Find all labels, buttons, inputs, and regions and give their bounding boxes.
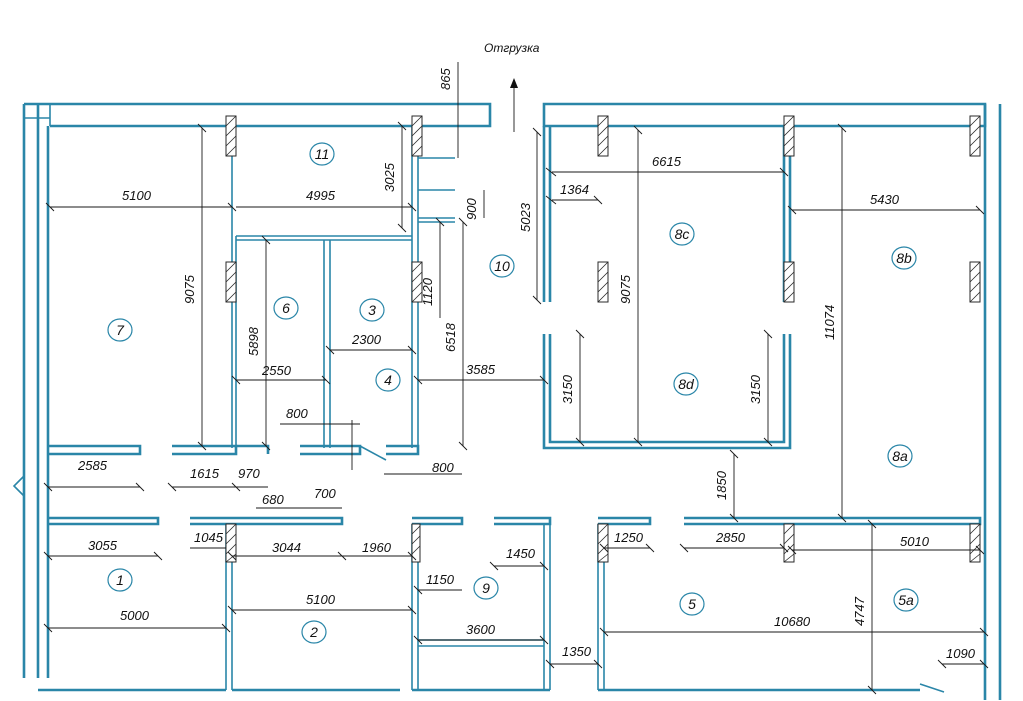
dimension-label: 5430 <box>870 192 900 207</box>
room-marker-1: 1 <box>107 568 133 592</box>
dimension-label: 2850 <box>715 530 746 545</box>
svg-text:8c: 8c <box>675 226 690 242</box>
direction-indicator: Отгрузка <box>484 41 540 132</box>
dimension-label: 2550 <box>261 363 292 378</box>
dimension-label: 970 <box>238 466 260 481</box>
room-marker-3: 3 <box>359 298 385 322</box>
dimension-label: 10680 <box>774 614 811 629</box>
svg-text:8b: 8b <box>896 250 912 266</box>
dimension-label: 5023 <box>518 202 533 232</box>
column <box>225 115 237 157</box>
dimension-label: 3150 <box>748 374 763 404</box>
room-marker-11: 11 <box>309 142 335 166</box>
column <box>411 523 421 563</box>
svg-text:5a: 5a <box>898 592 914 608</box>
dimension-label: 9075 <box>618 274 633 304</box>
dimension-label: 3055 <box>88 538 118 553</box>
dimension-label: 1250 <box>614 530 644 545</box>
dimension-label: 5100 <box>306 592 336 607</box>
dimension-label: 1450 <box>506 546 536 561</box>
room-marker-6: 6 <box>273 296 299 320</box>
room-marker-10: 10 <box>489 254 515 278</box>
dimension-label: 5898 <box>246 326 261 356</box>
walls <box>12 102 1002 700</box>
column <box>597 261 609 303</box>
dimension-label: 5010 <box>900 534 930 549</box>
columns <box>225 115 981 563</box>
dimension-label: 5000 <box>120 608 150 623</box>
dimension-label: 1045 <box>194 530 224 545</box>
column <box>969 523 981 563</box>
dimension-label: 9075 <box>182 274 197 304</box>
dimension-lines <box>43 62 989 695</box>
column <box>969 261 981 303</box>
column <box>411 261 423 303</box>
svg-text:4: 4 <box>384 372 392 388</box>
dimension-label: 1120 <box>420 277 435 306</box>
room-marker-8b: 8b <box>891 246 917 270</box>
room-marker-4: 4 <box>375 368 401 392</box>
column <box>597 115 609 157</box>
dimension-label: 6518 <box>443 322 458 352</box>
dimension-label: 4995 <box>306 188 336 203</box>
direction-label: Отгрузка <box>484 41 540 55</box>
room-marker-7: 7 <box>107 318 133 342</box>
column <box>597 523 609 563</box>
column <box>225 261 237 303</box>
dimension-label: 4747 <box>852 596 867 626</box>
dimension-label: 5100 <box>122 188 152 203</box>
dimension-label: 800 <box>286 406 308 421</box>
svg-text:8d: 8d <box>678 376 695 392</box>
dimension-label: 1960 <box>362 540 392 555</box>
dimension-label: 1850 <box>714 470 729 500</box>
dimension-label: 700 <box>314 486 336 501</box>
dimension-label: 6615 <box>652 154 682 169</box>
dimension-label: 1150 <box>426 572 455 587</box>
dimension-label: 3150 <box>560 374 575 404</box>
svg-text:2: 2 <box>309 624 318 640</box>
dimension-label: 1615 <box>190 466 220 481</box>
dimension-label: 680 <box>262 492 284 507</box>
svg-text:10: 10 <box>494 258 510 274</box>
svg-text:5: 5 <box>688 596 696 612</box>
room-marker-8d: 8d <box>673 372 699 396</box>
svg-text:9: 9 <box>482 580 490 596</box>
column <box>225 523 237 563</box>
dimension-label: 3025 <box>382 162 397 192</box>
column <box>411 115 423 157</box>
svg-text:8a: 8a <box>892 448 908 464</box>
dimension-label: 1350 <box>562 644 592 659</box>
room-marker-9: 9 <box>473 576 499 600</box>
column <box>783 261 795 303</box>
dimension-label: 900 <box>464 198 479 220</box>
svg-text:6: 6 <box>282 300 290 316</box>
room-marker-5a: 5a <box>893 588 919 612</box>
svg-text:11: 11 <box>315 146 330 162</box>
dimension-label: 865 <box>438 68 453 90</box>
svg-text:7: 7 <box>116 322 125 338</box>
room-marker-5: 5 <box>679 592 705 616</box>
column <box>783 115 795 157</box>
dimension-label: 2585 <box>77 458 108 473</box>
dimension-label: 800 <box>432 460 454 475</box>
dimension-label: 1090 <box>946 646 976 661</box>
room-marker-8a: 8a <box>887 444 913 468</box>
dimension-label: 3585 <box>466 362 496 377</box>
dimension-label: 3600 <box>466 622 496 637</box>
dimension-label: 2300 <box>351 332 382 347</box>
column <box>783 523 795 563</box>
svg-text:1: 1 <box>116 572 124 588</box>
svg-text:3: 3 <box>368 302 376 318</box>
dimension-labels: 5100 4995 3025 865 900 5023 6615 1364 54… <box>77 68 976 661</box>
dimension-label: 11074 <box>822 305 837 340</box>
column <box>969 115 981 157</box>
room-marker-2: 2 <box>301 620 327 644</box>
dimension-label: 1364 <box>560 182 589 197</box>
room-markers: 1 2 3 4 5 5a 6 7 8a 8b 8c 8d 9 10 11 <box>107 142 919 644</box>
dimension-label: 3044 <box>272 540 301 555</box>
room-marker-8c: 8c <box>669 222 695 246</box>
